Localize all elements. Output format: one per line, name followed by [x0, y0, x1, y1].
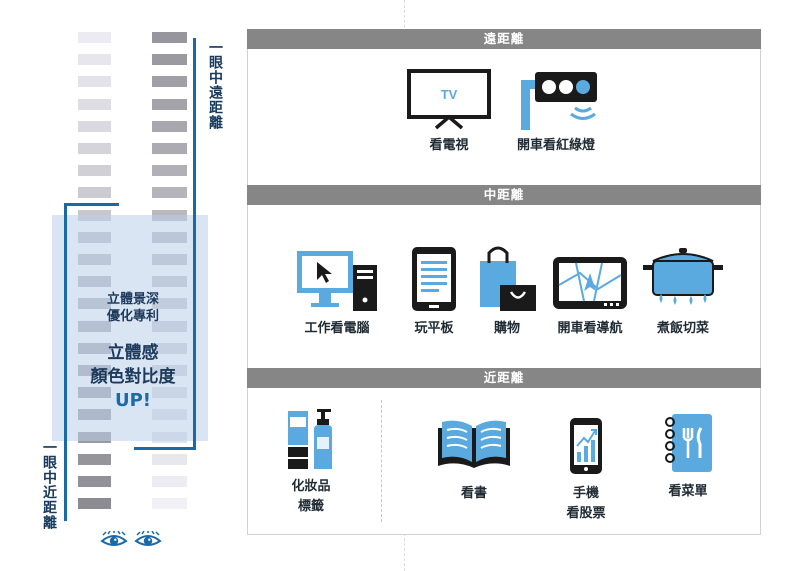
lens-bar-left [78, 143, 111, 154]
item-label-cosmetics-1: 化妝品 [291, 479, 331, 494]
item-computer: 工作看電腦 [294, 245, 380, 338]
lens-bar-left [78, 32, 111, 43]
open-book-icon [438, 420, 510, 468]
section-header-near: 近距離 [247, 368, 761, 388]
item-book: 看書 [432, 414, 516, 503]
lens-bar-right [152, 98, 187, 110]
tablet-icon [412, 247, 456, 311]
stereo-line-1: 立體感 [107, 343, 159, 363]
section-header-mid: 中距離 [247, 185, 761, 205]
item-label-phone-1: 手機 [572, 486, 599, 501]
far-bracket-vertical [193, 38, 196, 450]
cosmetics-icon [288, 409, 332, 469]
item-cooking: 煮飯切菜 [638, 245, 728, 338]
lens-bar-right [152, 32, 187, 43]
lens-bar-right [152, 476, 187, 487]
item-label-tv: 看電視 [429, 138, 469, 153]
item-label-cooking: 煮飯切菜 [656, 321, 709, 336]
item-tablet: 玩平板 [404, 245, 464, 338]
navigation-gps-icon [553, 257, 627, 309]
lens-bar-row [74, 453, 189, 465]
lens-bar-left [78, 187, 111, 199]
patent-line-1: 立體景深 [106, 292, 159, 307]
lens-bar-right [152, 54, 187, 66]
phone-stocks-icon [570, 418, 602, 474]
lens-bar-row [74, 187, 189, 199]
section-header-far: 遠距離 [247, 29, 761, 49]
item-shopping: 購物 [472, 245, 542, 338]
item-label-shopping: 購物 [493, 321, 520, 336]
eye-left-icon [100, 531, 128, 546]
lens-bar-left [78, 98, 111, 110]
desktop-computer-icon [297, 251, 377, 311]
lens-bar-right [152, 120, 187, 132]
stereo-depth-zone [52, 215, 208, 441]
stereo-contrast-text: 立體感 顏色對比度 UP! [72, 341, 194, 413]
lens-bar-left [78, 453, 111, 465]
near-bracket-top [64, 203, 119, 206]
traffic-light-icon [521, 72, 597, 130]
lens-bar-left [78, 165, 111, 177]
item-label-traffic-light: 開車看紅綠燈 [516, 138, 595, 153]
item-tv: TV 看電視 [404, 68, 494, 155]
item-navigation: 開車看導航 [548, 245, 632, 338]
item-menu: 看菜單 [656, 412, 720, 501]
far-distance-label: 一眼中遠距離 [207, 40, 223, 130]
lens-bar-right [152, 76, 187, 88]
near-bracket-vertical [64, 203, 67, 521]
item-traffic-light: 開車看紅綠燈 [506, 68, 606, 155]
lens-bar-row [74, 165, 189, 177]
cooking-pot-icon [643, 248, 723, 305]
lens-bar-right [152, 453, 187, 465]
lens-bar-left [78, 54, 111, 66]
lens-bar-row [74, 498, 189, 510]
lens-bar-left [78, 120, 111, 132]
eye-right-icon [134, 531, 162, 546]
item-label-cosmetics-2: 標籤 [297, 499, 324, 514]
lens-bar-left [78, 76, 111, 88]
item-cosmetics: 化妝品 標籤 [276, 407, 346, 516]
item-label-computer: 工作看電腦 [304, 321, 370, 336]
lens-bar-left [78, 498, 111, 510]
shopping-bag-icon [480, 246, 536, 311]
patent-text: 立體景深 優化專利 [84, 291, 182, 325]
item-label-menu: 看菜單 [668, 484, 708, 499]
lens-bar-row [74, 32, 189, 43]
lens-bar-row [74, 476, 189, 487]
menu-book-icon [665, 414, 712, 472]
item-label-phone-2: 看股票 [566, 506, 606, 521]
lens-bar-row [74, 120, 189, 132]
lens-bar-row [74, 54, 189, 66]
item-phone-stocks: 手機 看股票 [556, 416, 616, 523]
lens-bar-row [74, 98, 189, 110]
near-distance-label: 一眼中近距離 [41, 440, 57, 530]
lens-bar-right [152, 187, 187, 199]
stereo-up-text: UP! [114, 390, 152, 411]
near-divider [381, 400, 382, 522]
stereo-line-2: 顏色對比度 [90, 367, 176, 387]
lens-bar-right [152, 143, 187, 154]
item-label-book: 看書 [460, 486, 487, 501]
lens-bar-right [152, 165, 187, 177]
tv-icon-text: TV [441, 87, 458, 102]
tv-icon: TV [407, 69, 491, 130]
patent-line-2: 優化專利 [106, 309, 159, 324]
item-label-tablet: 玩平板 [414, 321, 454, 336]
item-label-navigation: 開車看導航 [557, 321, 623, 336]
lens-bar-right [152, 498, 187, 510]
far-bracket-foot [134, 447, 196, 450]
lens-bar-row [74, 76, 189, 88]
lens-bar-row [74, 143, 189, 154]
lens-bar-left [78, 476, 111, 487]
